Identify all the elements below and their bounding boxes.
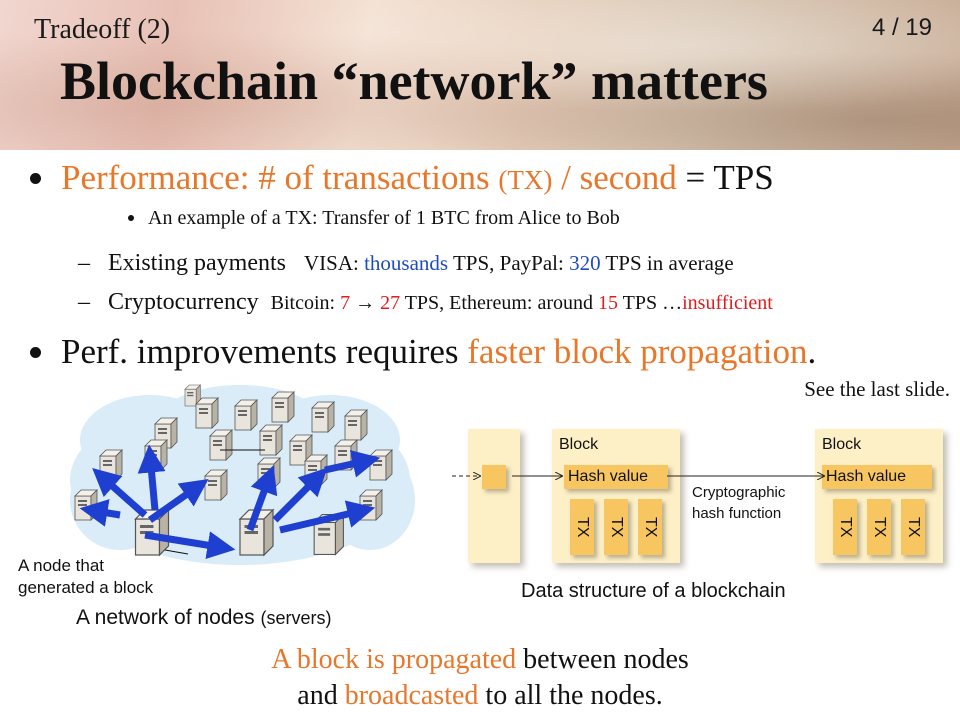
- hash-function-label: Cryptographic hash function: [692, 484, 786, 522]
- block-1-label: Block: [559, 436, 599, 453]
- previous-block: [468, 429, 520, 563]
- page-number: 4 / 19: [871, 14, 932, 41]
- slide-subtitle: Tradeoff (2): [34, 14, 171, 45]
- block-2-tx-2: TX: [867, 499, 891, 555]
- block-2-tx-1: TX: [833, 499, 857, 555]
- bullet-improvements: Perf. improvements requires faster block…: [30, 332, 816, 372]
- node-pointer-line: [164, 549, 189, 555]
- bullet-performance: Performance: # of transactions (TX) / se…: [30, 158, 774, 198]
- map-background: [0, 0, 960, 150]
- bottom-line-1: A block is propagated between nodes: [271, 644, 689, 675]
- block-1-tx-3: TX: [638, 499, 662, 555]
- block-2-hash-value: Hash value: [822, 465, 932, 489]
- block-2-tx-3: TX: [901, 499, 925, 555]
- dash-existing-payments: –Existing payments VISA: thousands TPS, …: [78, 250, 734, 276]
- block-1-hash-value: Hash value: [564, 465, 668, 489]
- datastructure-caption: Data structure of a blockchain: [521, 580, 786, 602]
- block-1-tx-2: TX: [604, 499, 628, 555]
- generator-node-label: A node that generated a block: [18, 556, 154, 597]
- see-last-slide-note: See the last slide.: [804, 377, 950, 401]
- block-1-tx-1: TX: [570, 499, 594, 555]
- network-diagram: [70, 384, 415, 565]
- header-banner: Tradeoff (2) 4 / 19 Blockchain “network”…: [0, 0, 960, 150]
- block-2-label: Block: [822, 436, 862, 453]
- slide-title: Blockchain “network” matters: [60, 51, 768, 111]
- previous-hash-value: [482, 465, 506, 489]
- dash-cryptocurrency: –Cryptocurrency Bitcoin: 7 → 27 TPS, Eth…: [78, 289, 773, 315]
- bottom-line-2: and broadcasted to all the nodes.: [297, 680, 663, 711]
- propagation-arrows: [79, 444, 381, 560]
- bullet-dot-icon: [30, 347, 41, 359]
- sub-bullet-dot-icon: [128, 214, 134, 221]
- network-caption: A network of nodes (servers): [76, 606, 332, 629]
- bullet-dot-icon: [30, 173, 41, 185]
- sub-bullet-tx-example: An example of a TX: Transfer of 1 BTC fr…: [128, 207, 620, 230]
- hash-link-arrows: [452, 460, 830, 490]
